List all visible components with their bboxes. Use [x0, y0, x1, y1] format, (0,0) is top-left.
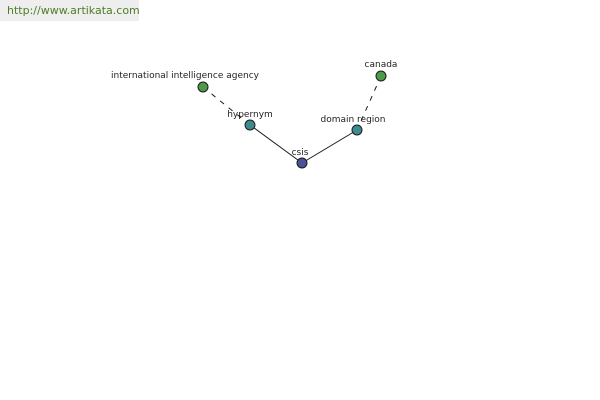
nodes-layer: csis hypernym domain region internationa… [111, 60, 398, 169]
node-canada-label: canada [365, 60, 398, 70]
node-international-intelligence-agency[interactable]: international intelligence agency [111, 71, 260, 93]
node-hypernym[interactable]: hypernym [227, 110, 273, 131]
node-domain-region-label: domain region [320, 115, 385, 125]
node-csis[interactable]: csis [292, 148, 309, 169]
node-csis-dot [296, 157, 308, 169]
source-link[interactable]: http://www.artikata.com [7, 4, 140, 17]
node-hypernym-dot [244, 119, 256, 131]
node-hypernym-label: hypernym [227, 110, 273, 120]
edges-layer [202, 75, 382, 164]
edge-hypernym-csis [249, 124, 303, 164]
node-canada[interactable]: canada [365, 60, 398, 82]
node-domain-region-dot [351, 124, 363, 136]
node-csis-label: csis [292, 148, 309, 158]
source-banner: http://www.artikata.com [0, 0, 140, 21]
edge-domain-region-csis [301, 129, 358, 164]
node-international-intelligence-agency-label: international intelligence agency [111, 71, 260, 81]
node-domain-region[interactable]: domain region [320, 115, 386, 136]
node-canada-dot [375, 70, 387, 82]
node-international-intelligence-agency-dot [197, 81, 209, 93]
